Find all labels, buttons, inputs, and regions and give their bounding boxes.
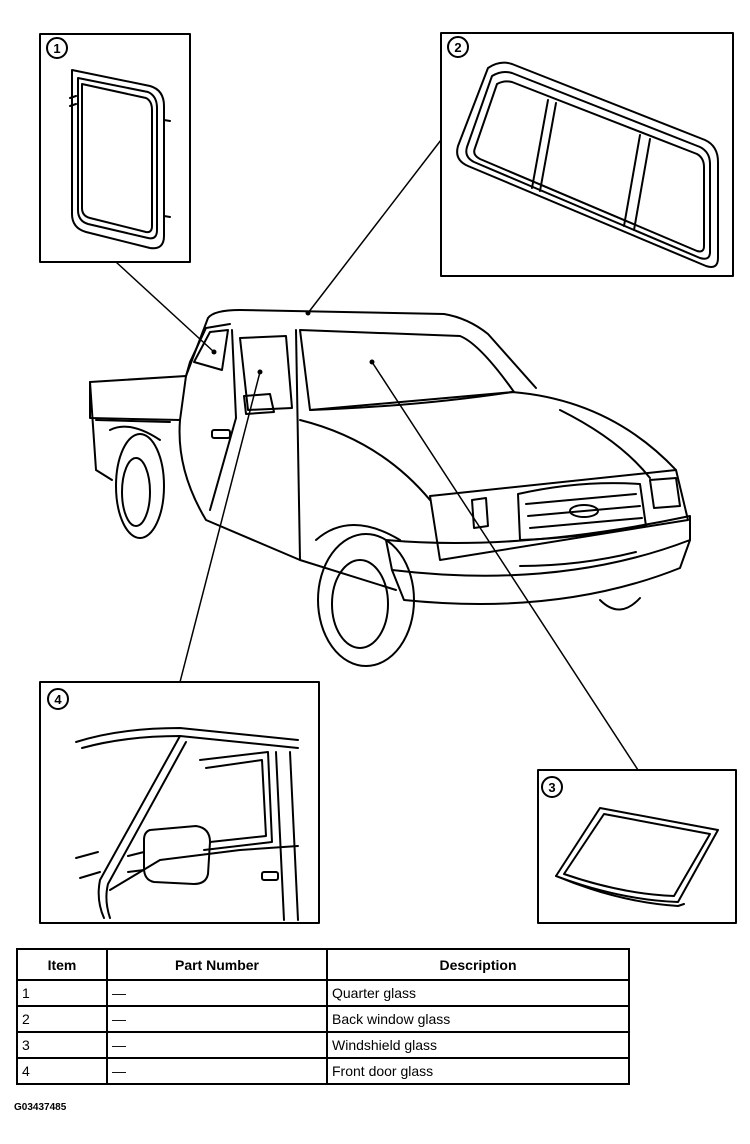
- front-door-illustration: [75, 727, 299, 921]
- callout-number-3: 3: [548, 780, 555, 795]
- truck-windshield: [299, 329, 515, 411]
- truck-door-glass: [239, 335, 293, 411]
- leader-dot-2: [305, 310, 311, 316]
- cell-description: Windshield glass: [326, 1031, 630, 1059]
- cell-description: Back window glass: [326, 1005, 630, 1033]
- truck-quarter-glass: [193, 329, 229, 371]
- table-row: 2 — Back window glass: [16, 1005, 630, 1033]
- callout-box-4: [39, 681, 320, 924]
- cell-part-number: —: [106, 1031, 328, 1059]
- header-part-number: Part Number: [106, 948, 328, 981]
- table-row: 1 — Quarter glass: [16, 979, 630, 1007]
- header-description: Description: [326, 948, 630, 981]
- cell-part-number: —: [106, 1057, 328, 1085]
- table-row: 3 — Windshield glass: [16, 1031, 630, 1059]
- callout-box-1: [39, 33, 191, 263]
- windshield-illustration: [555, 807, 719, 907]
- pickup-truck-illustration: [89, 309, 691, 667]
- callout-marker-3: [541, 776, 563, 798]
- leader-dot-1: [211, 349, 217, 355]
- cell-part-number: —: [106, 1005, 328, 1033]
- cell-item: 1: [16, 979, 108, 1007]
- callout-number-2: 2: [454, 40, 461, 55]
- leader-dot-3: [369, 359, 375, 365]
- leader-line-1: [115, 261, 215, 353]
- back-window-illustration: [456, 61, 719, 268]
- quarter-glass-illustration: [69, 69, 171, 250]
- truck-glass-diagram: 1 2 3 4: [39, 32, 737, 924]
- figure-code: G03437485: [14, 1102, 67, 1113]
- cell-item: 3: [16, 1031, 108, 1059]
- callout-box-2: [440, 32, 734, 277]
- leader-dot-4: [257, 369, 263, 375]
- callout-number-1: 1: [53, 41, 60, 56]
- cell-item: 4: [16, 1057, 108, 1085]
- parts-table: Item Part Number Description 1 — Quarter…: [16, 948, 630, 1085]
- callout-marker-4: [47, 688, 69, 710]
- table-row: 4 — Front door glass: [16, 1057, 630, 1085]
- header-item: Item: [16, 948, 108, 981]
- table-header-row: Item Part Number Description: [16, 948, 630, 981]
- leader-lines: [115, 139, 639, 771]
- callout-number-4: 4: [54, 692, 62, 707]
- callout-marker-2: [447, 36, 469, 58]
- cell-description: Quarter glass: [326, 979, 630, 1007]
- callout-marker-1: [46, 37, 68, 59]
- callout-box-3: [537, 769, 737, 924]
- cell-part-number: —: [106, 979, 328, 1007]
- leader-line-2: [307, 139, 442, 314]
- cell-description: Front door glass: [326, 1057, 630, 1085]
- cell-item: 2: [16, 1005, 108, 1033]
- leader-line-3: [371, 361, 639, 771]
- leader-line-4: [179, 371, 261, 683]
